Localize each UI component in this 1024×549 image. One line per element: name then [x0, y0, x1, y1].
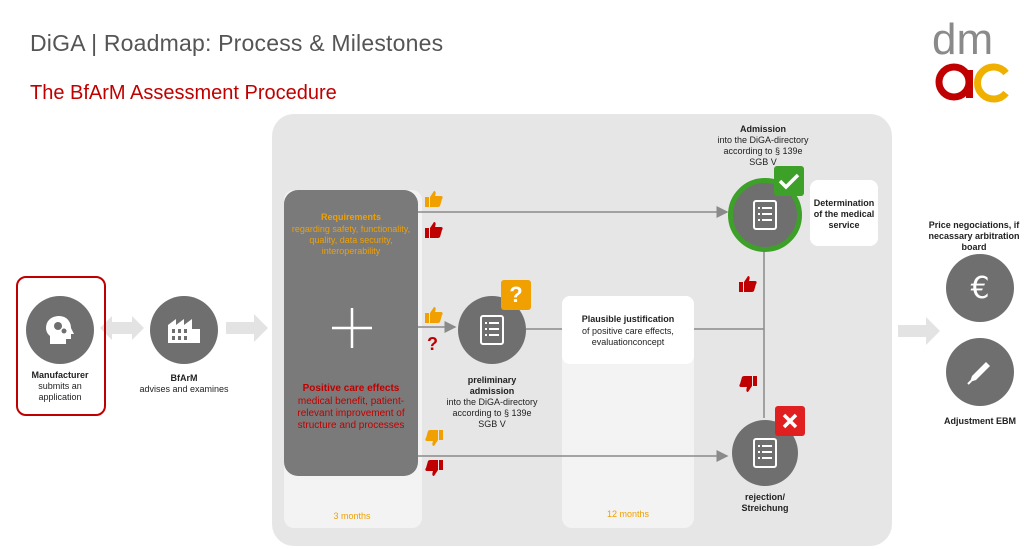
logo-line1: dm	[932, 15, 993, 64]
bfarm-desc: advises and examines	[139, 384, 229, 394]
manufacturer-title: Manufacturer	[31, 370, 89, 380]
arrow-panel-to-price	[898, 317, 940, 345]
positive-effects-body: medical benefit, patient-relevant improv…	[297, 396, 405, 431]
admission-body: into the DiGA-directory according to § 1…	[717, 135, 809, 167]
rejection-label: rejection/ Streichung	[741, 492, 789, 513]
cross-badge	[775, 406, 805, 436]
duration-12-months: 12 months	[606, 509, 650, 519]
preliminary-title: preliminary admission	[467, 375, 517, 396]
requirements-body: regarding safety, functionality, quality…	[291, 224, 411, 256]
check-icon	[778, 173, 800, 190]
dmac-logo: dm	[930, 10, 1015, 105]
preliminary-question-badge: ?	[501, 280, 531, 310]
manufacturer-box	[16, 276, 106, 416]
requirements-title: Requirements	[320, 212, 382, 222]
manufacturer-circle	[26, 296, 94, 364]
document-icon	[753, 438, 777, 468]
thumbs-up-icon	[739, 276, 757, 292]
preliminary-body: into the DiGA-directory according to § 1…	[446, 397, 538, 429]
page-title: DiGA | Roadmap: Process & Milestones	[30, 30, 444, 56]
plausible-title: Plausible justification	[581, 314, 675, 324]
plus-icon	[332, 308, 372, 348]
thumbs-down-icon	[425, 430, 443, 446]
head-gears-icon	[46, 315, 74, 344]
adjustment-circle	[946, 338, 1014, 406]
thumbs-down-icon	[739, 376, 757, 392]
document-icon	[753, 200, 777, 230]
plausible-box	[562, 296, 694, 364]
arrow-bfarm-to-panel	[226, 314, 268, 342]
price-circle: €	[946, 254, 1014, 322]
check-badge	[774, 166, 804, 196]
adjustment-label: Adjustment EBM	[944, 416, 1016, 426]
thumbs-up-icon	[425, 307, 443, 323]
question-mark: ?	[427, 334, 438, 354]
plausible-body: of positive care effects, evaluationconc…	[582, 326, 674, 347]
thumbs-up-icon	[425, 222, 443, 238]
price-label: Price negociations, if necassary arbitra…	[928, 220, 1020, 252]
determination-label: Determination of the medical service	[813, 198, 875, 230]
thumbs-down-icon	[425, 460, 443, 476]
positive-effects-title: Positive care effects	[302, 383, 400, 394]
logo-line2	[935, 63, 1009, 103]
determination-box	[810, 180, 878, 246]
building-icon	[168, 319, 200, 343]
duration-3-months: 3 months	[333, 511, 371, 521]
double-arrow-manufacturer-bfarm	[100, 316, 144, 340]
cross-icon	[782, 413, 798, 429]
pen-icon	[967, 362, 990, 385]
page-subtitle: The BfArM Assessment Procedure	[30, 82, 337, 104]
manufacturer-desc: submits an application	[38, 381, 82, 402]
bfarm-circle	[150, 296, 218, 364]
euro-icon: €	[970, 270, 990, 306]
thumbs-up-icon	[425, 191, 443, 207]
admission-title: Admission	[739, 124, 786, 134]
document-icon	[480, 315, 504, 345]
bfarm-title: BfArM	[170, 373, 198, 383]
